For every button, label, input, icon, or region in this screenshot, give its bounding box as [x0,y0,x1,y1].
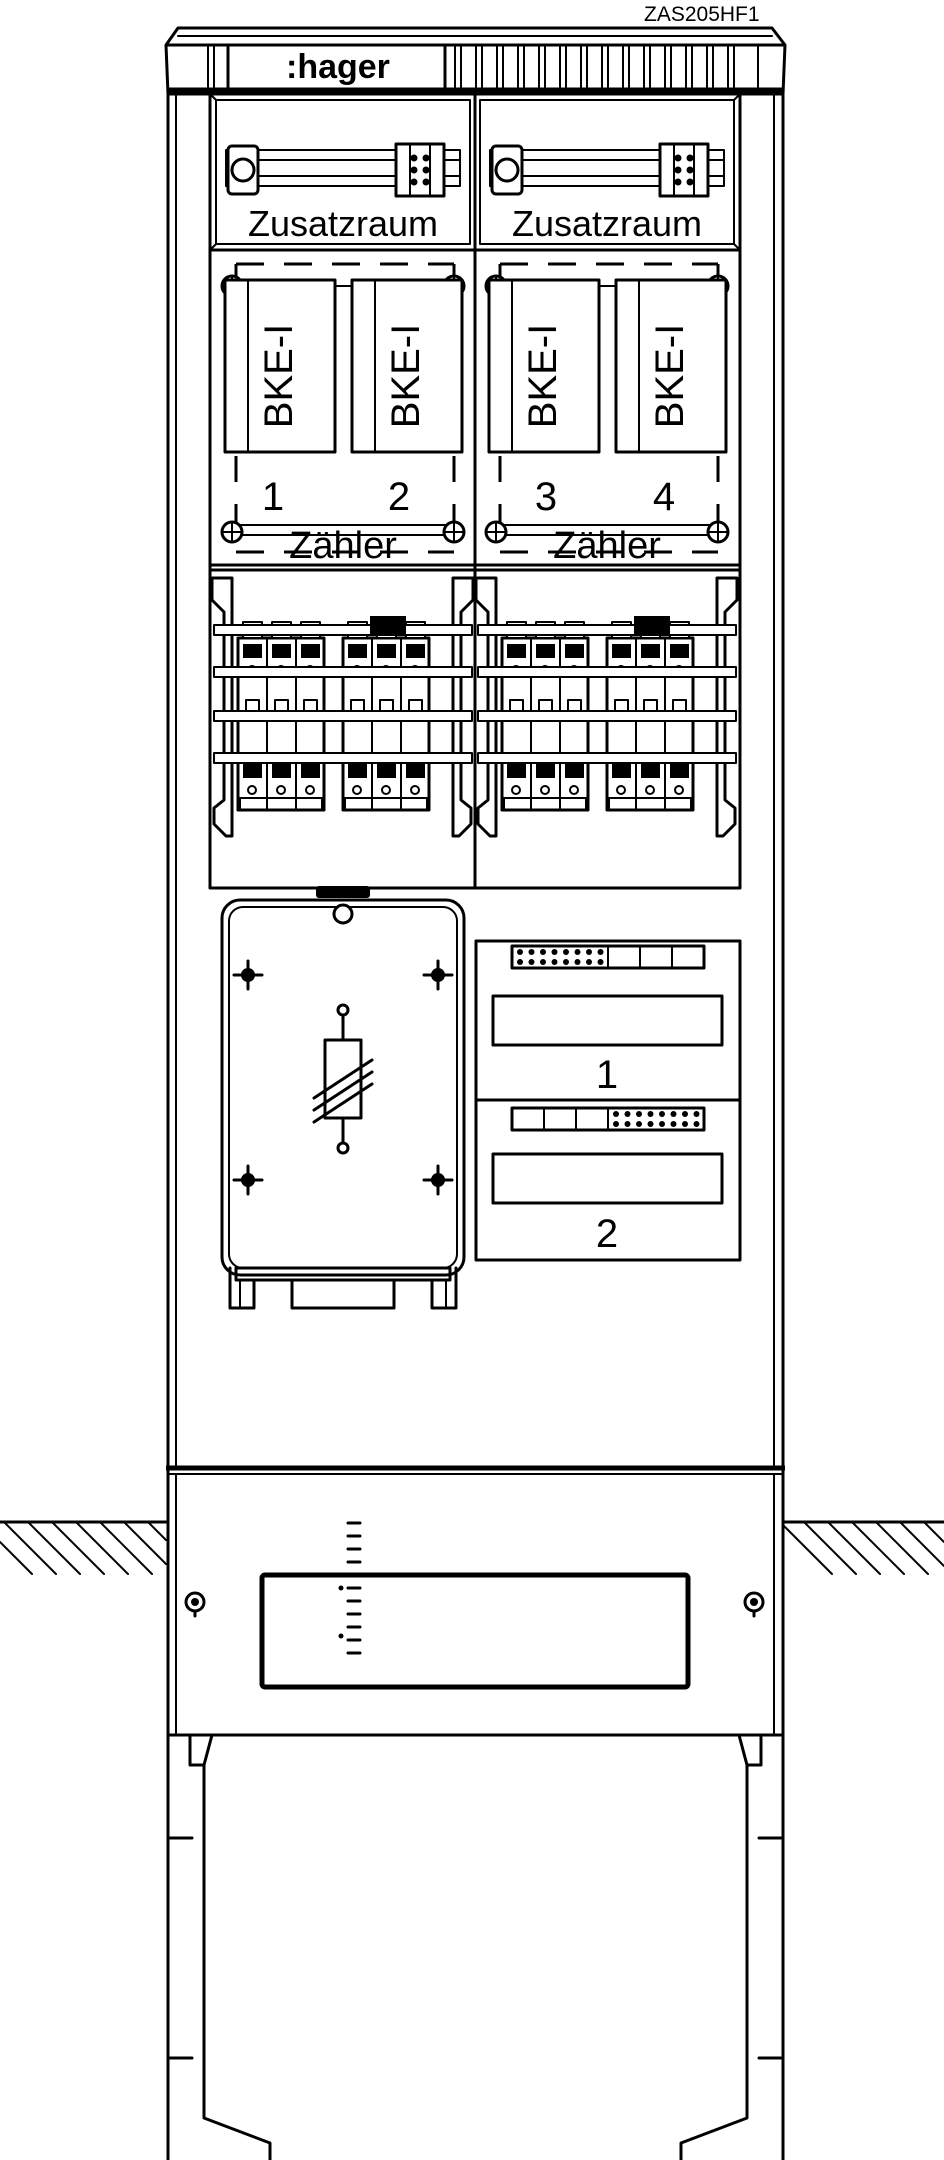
fuse-slot-label: BKE-I [384,324,428,428]
fuse-slot [487,278,601,454]
main-fuse-box [220,886,466,1310]
model-code: ZAS205HF1 [644,3,760,26]
fuse-slot-number: 4 [653,475,675,519]
breaker-block [500,636,590,812]
zusatzraum-label-right: Zusatzraum [512,203,702,244]
fuse-slot-label: BKE-I [648,324,692,428]
meter-section: Zähler Zähler BKE-I 1 BKE-I 2 BKE-I 3 BKE-I 4 [208,248,742,572]
screw-right [743,1591,765,1618]
distribution-panel: 1 2 [474,939,742,1262]
fuse-slot-number: 3 [535,475,557,519]
fuse-slot [223,278,337,454]
ground-right [782,1520,944,1575]
fuse-slot [350,278,464,454]
fuse-slot-number: 2 [388,475,410,519]
base-feet [166,1733,785,2160]
zusatzraum-label-left: Zusatzraum [248,203,438,244]
distribution-number-1: 1 [596,1053,618,1097]
fuse-slot-label: BKE-I [521,324,565,428]
distribution-window-2 [491,1152,724,1205]
cabinet-roof: :hager [164,26,787,96]
plinth-section [184,1521,765,1690]
upper-compartments: Zusatzraum Zusatzraum [208,92,742,252]
breaker-block [605,636,695,812]
distribution-window-1 [491,994,724,1047]
screw-left [184,1591,206,1618]
breaker-block [236,636,326,812]
ground-left [0,1520,168,1575]
fuse-slot-label: BKE-I [257,324,301,428]
breaker-panel [208,568,742,890]
breaker-block [341,636,431,812]
hager-logo: :hager [286,48,390,86]
distribution-number-2: 2 [596,1212,618,1256]
fuse-slot [614,278,728,454]
zaehler-label-left: Zähler [289,525,397,567]
zaehler-label-right: Zähler [553,525,661,567]
fuse-slot-number: 1 [262,475,284,519]
